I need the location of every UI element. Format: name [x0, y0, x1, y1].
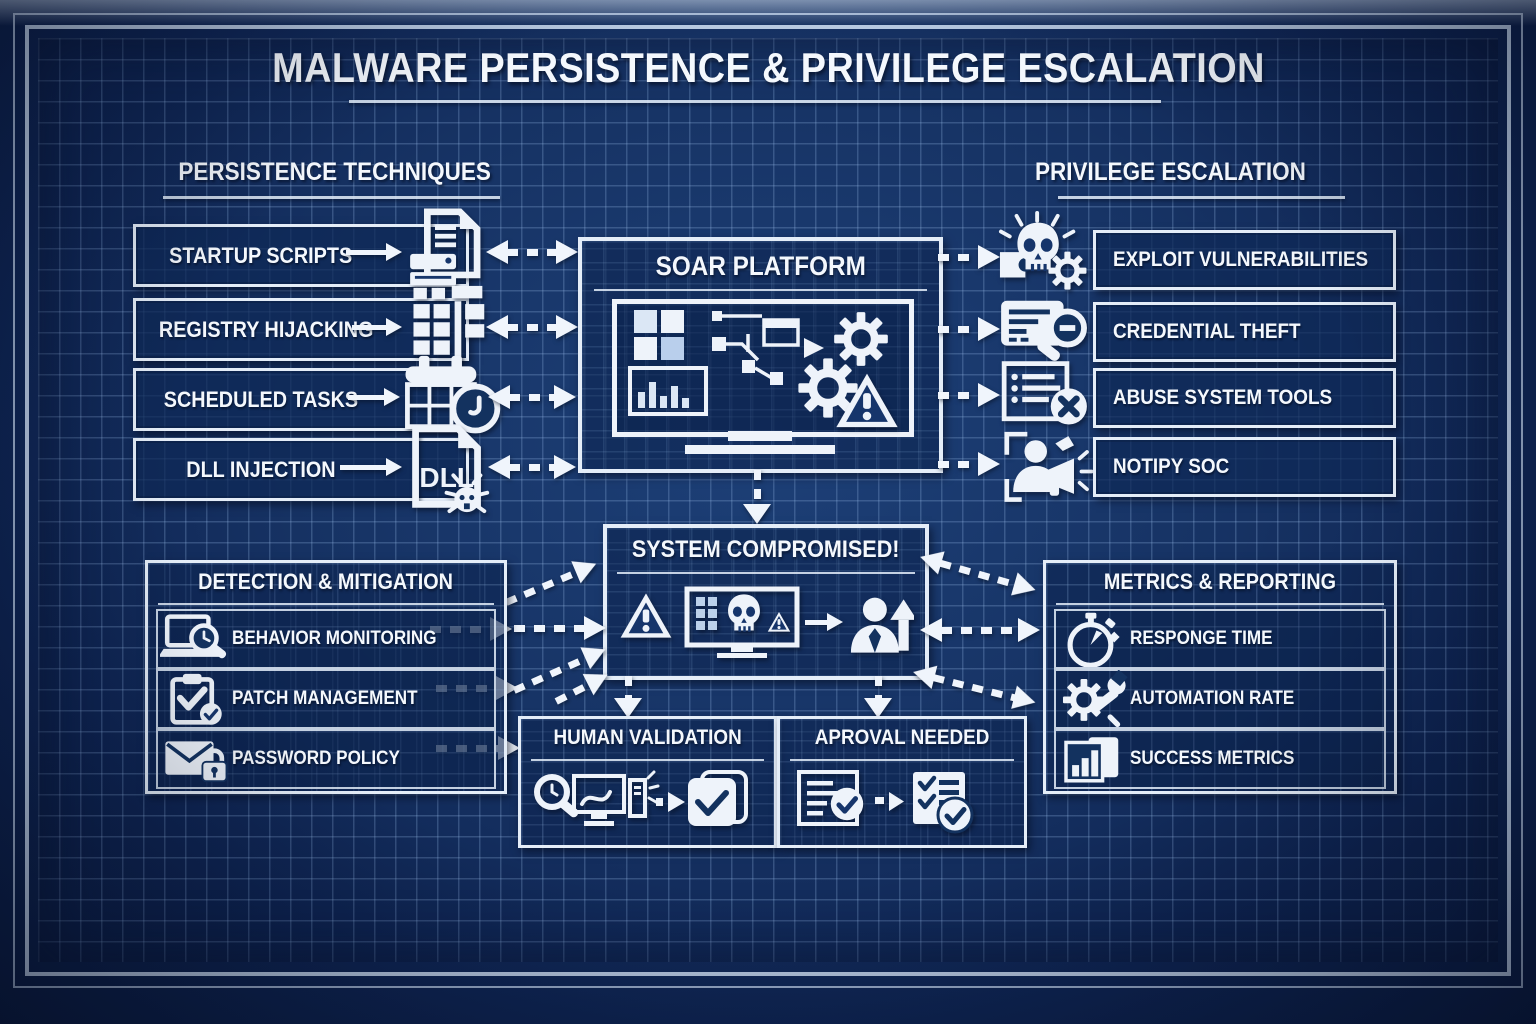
gear-wrench-icon — [1056, 670, 1130, 728]
approval-title: APROVAL NEEDED — [814, 726, 990, 749]
dll-file-bug-icon: DLL — [398, 422, 498, 516]
privilege-user-up-icon — [845, 584, 915, 664]
privilege-header: PRIVILEGE ESCALATION — [1034, 158, 1306, 186]
metrics-reporting-box: METRICS & REPORTING RESPONGE TIME — [1043, 560, 1397, 794]
node-exploit-vulnerabilities: EXPLOIT VULNERABILITIES — [1093, 230, 1396, 290]
metrics-underline — [1056, 603, 1384, 605]
validation-title: HUMAN VALIDATION — [553, 726, 742, 749]
node-abuse-system-tools: ABUSE SYSTEM TOOLS — [1093, 368, 1396, 428]
human-validation-box: HUMAN VALIDATION — [518, 716, 777, 848]
checklist-approval-icon — [794, 765, 1010, 839]
node-notipy-soc: NOTIPY SOC — [1093, 437, 1396, 497]
soar-title: SOAR PLATFORM — [655, 251, 866, 281]
laptop-magnifier-icon — [158, 613, 232, 665]
envelope-lock-icon — [158, 734, 232, 784]
approval-needed-box: APROVAL NEEDED — [777, 716, 1027, 848]
row-response-time: RESPONGE TIME — [1054, 609, 1386, 669]
title-underline — [349, 100, 1161, 103]
node-credential-theft: CREDENTIAL THEFT — [1093, 302, 1396, 362]
detection-underline — [158, 603, 494, 605]
privilege-underline — [1058, 196, 1345, 199]
bar-chart-folder-icon — [1056, 732, 1130, 786]
stopwatch-icon — [1056, 611, 1130, 667]
compromised-title: SYSTEM COMPROMISED! — [632, 536, 900, 563]
approval-underline — [790, 759, 1014, 761]
row-behavior-monitoring: BEHAVIOR MONITORING — [156, 609, 496, 669]
warning-triangle-icon — [834, 371, 900, 431]
metrics-header: METRICS & REPORTING — [1103, 569, 1337, 594]
compromised-underline — [617, 572, 915, 574]
row-automation-rate: AUTOMATION RATE — [1054, 669, 1386, 729]
persistence-underline — [163, 196, 500, 199]
detection-mitigation-box: DETECTION & MITIGATION BEHAVIOR MONITORI… — [145, 560, 507, 794]
soar-underline — [594, 289, 927, 291]
persistence-header: PERSISTENCE TECHNIQUES — [178, 158, 492, 186]
row-patch-management: PATCH MANAGEMENT — [156, 669, 496, 729]
review-workflow-approve-icon — [529, 765, 764, 839]
monitor-stand — [728, 431, 792, 441]
system-compromised-box: SYSTEM COMPROMISED! — [603, 524, 929, 680]
warning-triangle-icon — [619, 590, 673, 642]
detection-header: DETECTION & MITIGATION — [198, 569, 454, 594]
top-light-streak — [0, 0, 1536, 26]
page-title: MALWARE PERSISTENCE & PRIVILEGE ESCALATI… — [271, 44, 1265, 91]
infected-monitor-skull-icon — [681, 584, 803, 664]
validation-underline — [531, 759, 764, 761]
analyst-megaphone-icon — [996, 422, 1096, 508]
monitor-base — [685, 445, 835, 454]
soar-platform-box: SOAR PLATFORM — [578, 237, 943, 473]
row-password-policy: PASSWORD POLICY — [156, 729, 496, 789]
clipboard-check-icon — [158, 672, 232, 726]
row-success-metrics: SUCCESS METRICS — [1054, 729, 1386, 789]
